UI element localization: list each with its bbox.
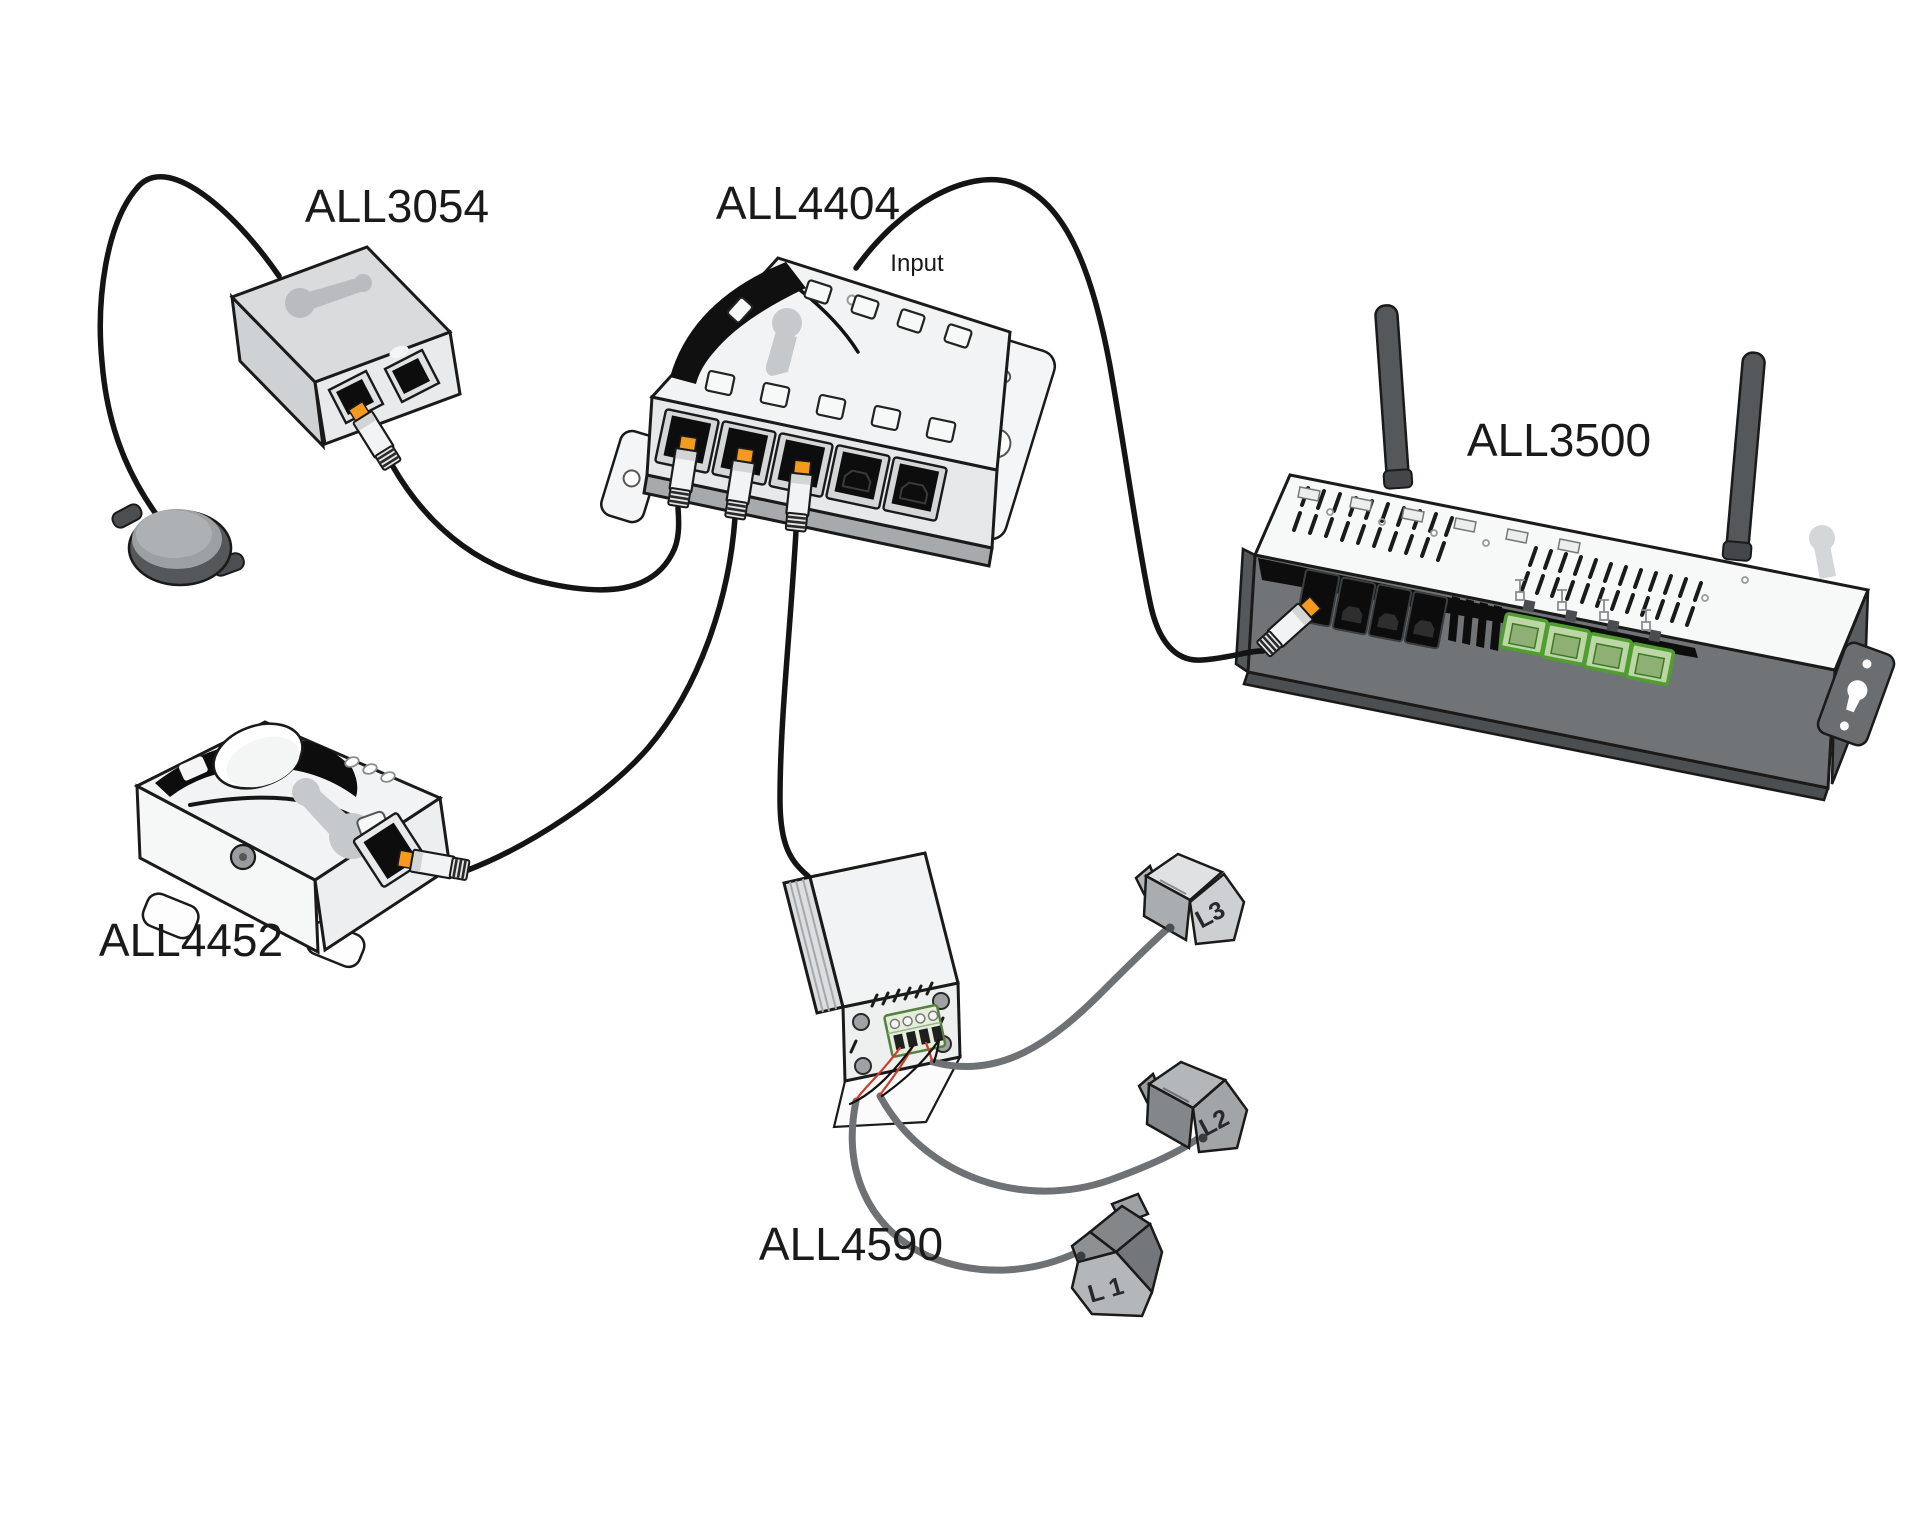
front-vents bbox=[849, 981, 945, 1054]
clamp-l3: L3 bbox=[1134, 852, 1246, 946]
mount-flange bbox=[1816, 641, 1896, 747]
lead-l1 bbox=[848, 1097, 1082, 1274]
label-all3054: ALL3054 bbox=[305, 180, 489, 232]
wedge-window bbox=[178, 756, 208, 781]
clamp-leads bbox=[848, 926, 1204, 1274]
device-all3500 bbox=[1234, 304, 1896, 802]
label-all3500: ALL3500 bbox=[1467, 414, 1651, 466]
lead-l2 bbox=[876, 1092, 1204, 1195]
sensor-cable bbox=[97, 174, 282, 517]
antenna-right-icon bbox=[1721, 351, 1766, 562]
label-input: Input bbox=[890, 250, 944, 277]
terminal-wires bbox=[848, 1038, 941, 1106]
lead-l3 bbox=[929, 926, 1170, 1070]
led-dots bbox=[344, 756, 396, 783]
ethernet-cables bbox=[389, 176, 1266, 879]
top-screw-dots bbox=[1326, 508, 1749, 602]
rear-connector-tabs bbox=[1297, 486, 1581, 554]
cable-all4404-all3500 bbox=[853, 176, 1266, 663]
vent-bars bbox=[1448, 596, 1502, 651]
cable-all3054-all4404 bbox=[389, 462, 682, 593]
label-all4404: ALL4404 bbox=[716, 177, 900, 229]
vent-squares bbox=[704, 279, 973, 444]
keyhole-icon bbox=[1809, 525, 1836, 579]
antenna-left-icon bbox=[1374, 304, 1414, 490]
device-all3054 bbox=[229, 245, 462, 451]
label-all4590: ALL4590 bbox=[759, 1218, 943, 1270]
rj45-port bbox=[327, 369, 385, 425]
clamp-l1: L 1 bbox=[1070, 1192, 1164, 1318]
rj45-port bbox=[383, 348, 441, 404]
device-all4404 bbox=[600, 256, 1057, 568]
keyhole-icon bbox=[285, 274, 372, 318]
terminal-block bbox=[883, 1004, 947, 1058]
cable-all4590-all4404 bbox=[777, 528, 811, 879]
sensor-probe bbox=[111, 503, 245, 587]
green-terminal-row bbox=[1498, 599, 1676, 686]
device-all4590 bbox=[782, 851, 963, 1129]
silkscreen-marks bbox=[1515, 579, 1651, 631]
label-all4452: ALL4452 bbox=[99, 914, 283, 966]
keyhole-icon bbox=[765, 308, 802, 376]
clamp-l2: L2 bbox=[1137, 1060, 1249, 1154]
cable-all4452-all4404 bbox=[465, 515, 738, 873]
